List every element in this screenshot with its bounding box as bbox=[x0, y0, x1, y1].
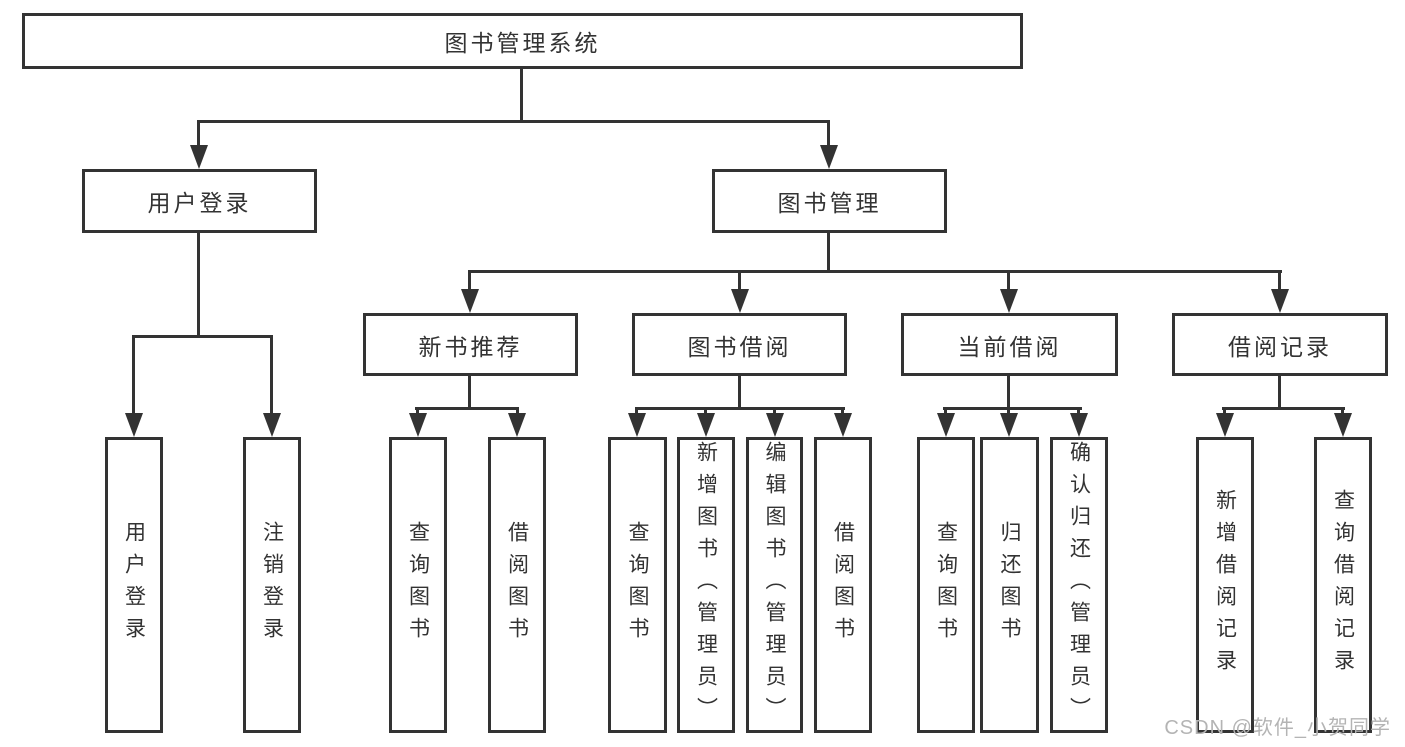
node-logout: 注销登录 bbox=[243, 437, 301, 733]
connector-stub bbox=[738, 270, 741, 295]
connector-stub bbox=[773, 407, 776, 417]
node-label: 新增借阅记录 bbox=[1213, 489, 1237, 681]
connector-stub bbox=[841, 407, 844, 417]
connector-stub-book-mgmt bbox=[827, 120, 830, 150]
connector-stub bbox=[635, 407, 638, 417]
node-label: 新增图书（管理员） bbox=[694, 441, 718, 729]
connector-stub bbox=[416, 407, 419, 417]
connector-newbook-bar bbox=[415, 407, 519, 410]
connector-stub bbox=[1278, 270, 1281, 295]
node-query-borrow-record: 查询借阅记录 bbox=[1314, 437, 1372, 733]
connector-user-login-bar bbox=[132, 335, 273, 338]
connector-stub bbox=[468, 270, 471, 295]
connector-stub bbox=[1077, 407, 1080, 417]
node-user-login-branch: 用户登录 bbox=[82, 169, 317, 233]
arrow-down-icon bbox=[190, 145, 208, 169]
connector-stub bbox=[270, 335, 273, 417]
connector-newbook-trunk bbox=[468, 376, 471, 407]
node-current-borrowing: 当前借阅 bbox=[901, 313, 1118, 376]
node-label: 注销登录 bbox=[260, 521, 284, 649]
node-label: 借阅记录 bbox=[1228, 333, 1332, 360]
node-add-books-admin: 新增图书（管理员） bbox=[677, 437, 735, 733]
node-label: 图书管理 bbox=[777, 190, 882, 216]
connector-stub-user-login bbox=[197, 120, 200, 150]
arrow-down-icon bbox=[766, 413, 784, 437]
node-label: 编辑图书（管理员） bbox=[763, 441, 786, 729]
node-book-borrowing: 图书借阅 bbox=[632, 313, 847, 376]
node-label: 图书借阅 bbox=[687, 333, 792, 360]
node-edit-books-admin: 编辑图书（管理员） bbox=[746, 437, 803, 733]
arrow-down-icon bbox=[1334, 413, 1352, 437]
node-label: 用户登录 bbox=[147, 190, 252, 216]
node-add-borrow-record: 新增借阅记录 bbox=[1196, 437, 1254, 733]
arrow-down-icon bbox=[628, 413, 646, 437]
connector-stub bbox=[704, 407, 707, 417]
connector-stub bbox=[132, 335, 135, 417]
node-label: 图书管理系统 bbox=[444, 30, 601, 56]
arrow-down-icon bbox=[263, 413, 281, 437]
connector-stub bbox=[1341, 407, 1344, 417]
arrow-down-icon bbox=[125, 413, 143, 437]
connector-level2-bar bbox=[468, 270, 1282, 273]
node-label: 借阅图书 bbox=[831, 521, 855, 649]
node-label: 借阅图书 bbox=[505, 521, 529, 649]
arrow-down-icon bbox=[1216, 413, 1234, 437]
arrow-down-icon bbox=[834, 413, 852, 437]
node-borrowing-records: 借阅记录 bbox=[1172, 313, 1388, 376]
node-label: 查询图书 bbox=[406, 521, 430, 649]
connector-book-mgmt-trunk bbox=[827, 232, 830, 270]
node-borrow-books-newbook: 借阅图书 bbox=[488, 437, 546, 733]
arrow-down-icon bbox=[1271, 289, 1289, 313]
node-query-books-newbook: 查询图书 bbox=[389, 437, 447, 733]
node-label: 新书推荐 bbox=[418, 333, 523, 360]
arrow-down-icon bbox=[1000, 289, 1018, 313]
node-label: 确认归还（管理员） bbox=[1067, 441, 1091, 729]
node-confirm-return-admin: 确认归还（管理员） bbox=[1050, 437, 1108, 733]
watermark-csdn: CSDN @软件_小贺同学 bbox=[1164, 717, 1391, 739]
node-query-books-borrowing: 查询图书 bbox=[608, 437, 667, 733]
node-label: 查询图书 bbox=[626, 521, 649, 649]
node-label: 用户登录 bbox=[122, 521, 146, 649]
node-label: 当前借阅 bbox=[957, 333, 1062, 360]
connector-stub bbox=[1007, 407, 1010, 417]
connector-stub bbox=[516, 407, 519, 417]
connector-borrowing-trunk bbox=[738, 376, 741, 407]
connector-stub bbox=[944, 407, 947, 417]
connector-current-bar bbox=[943, 407, 1082, 410]
node-label: 查询借阅记录 bbox=[1331, 489, 1355, 681]
arrow-down-icon bbox=[409, 413, 427, 437]
connector-stub bbox=[1223, 407, 1226, 417]
arrow-down-icon bbox=[1000, 413, 1018, 437]
node-label: 查询图书 bbox=[934, 521, 958, 649]
node-new-book-recommendation: 新书推荐 bbox=[363, 313, 578, 376]
arrow-down-icon bbox=[731, 289, 749, 313]
connector-records-trunk bbox=[1278, 376, 1281, 407]
arrow-down-icon bbox=[1070, 413, 1088, 437]
node-query-books-current: 查询图书 bbox=[917, 437, 975, 733]
connector-level1-bar bbox=[197, 120, 830, 123]
connector-stub bbox=[1007, 270, 1010, 295]
connector-user-login-trunk bbox=[197, 232, 200, 335]
arrow-down-icon bbox=[937, 413, 955, 437]
connector-root-trunk bbox=[520, 69, 523, 121]
node-borrow-books-borrowing: 借阅图书 bbox=[814, 437, 872, 733]
arrow-down-icon bbox=[461, 289, 479, 313]
node-book-management-branch: 图书管理 bbox=[712, 169, 947, 233]
arrow-down-icon bbox=[697, 413, 715, 437]
node-return-books: 归还图书 bbox=[980, 437, 1039, 733]
connector-current-trunk bbox=[1007, 376, 1010, 407]
node-user-login: 用户登录 bbox=[105, 437, 163, 733]
node-label: 归还图书 bbox=[998, 521, 1021, 649]
node-library-management-system: 图书管理系统 bbox=[22, 13, 1023, 69]
connector-borrowing-bar bbox=[635, 407, 845, 410]
arrow-down-icon bbox=[508, 413, 526, 437]
connector-records-bar bbox=[1222, 407, 1345, 410]
arrow-down-icon bbox=[820, 145, 838, 169]
